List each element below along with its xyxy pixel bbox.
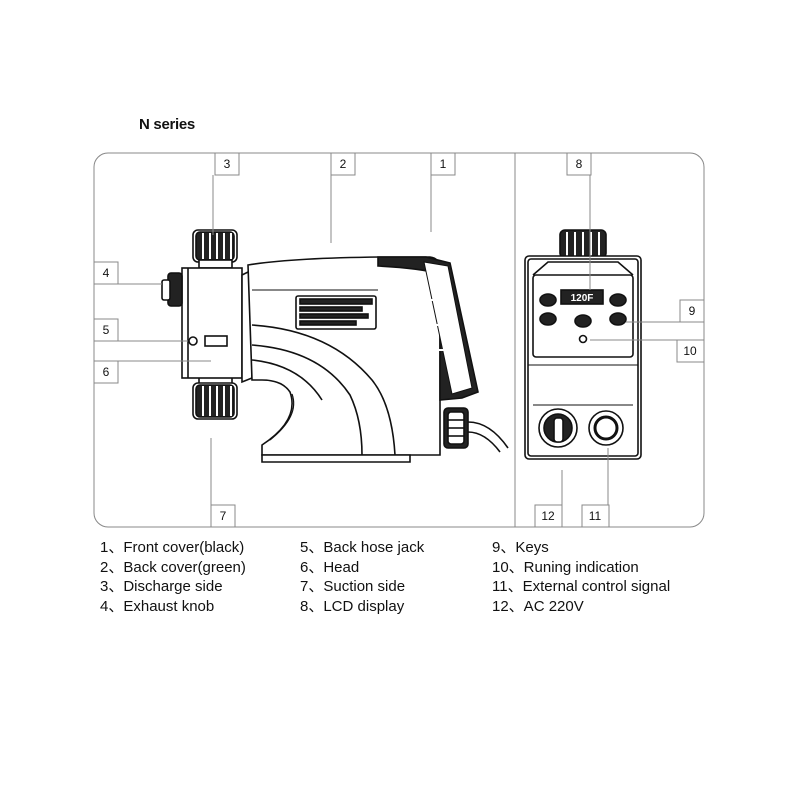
legend-item: 10、Runing indication — [492, 558, 639, 576]
legend-item: 1、Front cover(black) — [100, 539, 245, 556]
callout-10: 10 — [683, 344, 697, 358]
legend-item: 7、Suction side — [300, 578, 406, 595]
callout-3: 3 — [224, 157, 231, 171]
callout-12: 12 — [541, 509, 555, 523]
callout-4: 4 — [103, 266, 110, 280]
back-hose-jack — [443, 407, 509, 453]
legend-item: 5、Back hose jack — [300, 539, 425, 556]
callout-6: 6 — [103, 365, 110, 379]
key-bottom-left — [539, 312, 557, 326]
discharge-fitting — [192, 229, 238, 269]
legend-column-2: 5、Back hose jack 6、Head 7、Suction side 8… — [300, 538, 424, 616]
legend-item: 12、AC 220V — [492, 597, 584, 615]
legend-item: 4、Exhaust knob — [100, 597, 215, 615]
external-control-connector — [588, 410, 624, 446]
callout-8: 8 — [576, 157, 583, 171]
legend-column-3: 9、Keys 10、Runing indication 11、External … — [492, 538, 670, 616]
callouts: 3 2 1 4 5 6 7 8 9 10 — [93, 152, 705, 528]
legend-item: 3、Discharge side — [100, 578, 223, 595]
legend-item: 2、Back cover(green) — [100, 558, 246, 576]
lcd-display: 120F — [560, 289, 604, 305]
pump-side-view — [161, 229, 509, 463]
front-top-knob — [559, 229, 607, 259]
callout-11: 11 — [589, 509, 602, 523]
callout-2: 2 — [340, 157, 347, 171]
legend-column-1: 1、Front cover(black) 2、Back cover(green)… — [100, 538, 246, 616]
lcd-value: 120F — [571, 293, 594, 304]
ac-power-connector — [538, 408, 578, 448]
pump-head — [181, 267, 243, 379]
back-cover — [247, 256, 441, 456]
suction-fitting — [192, 375, 238, 420]
callout-5: 5 — [103, 323, 110, 337]
key-top-left — [539, 293, 557, 307]
callout-9: 9 — [689, 304, 696, 318]
pump-front-view: 120F — [524, 229, 642, 460]
running-indicator — [578, 334, 588, 344]
key-bottom-right — [609, 312, 627, 326]
callout-1: 1 — [440, 157, 447, 171]
legend-item: 6、Head — [300, 558, 360, 576]
exhaust-knob — [161, 272, 183, 307]
keys — [539, 293, 627, 328]
pump-base — [261, 454, 411, 463]
legend-item: 9、Keys — [492, 539, 549, 556]
key-center — [574, 314, 592, 328]
legend-item: 8、LCD display — [300, 597, 405, 615]
diagram-title: N series — [139, 116, 195, 133]
callout-7: 7 — [220, 509, 227, 523]
label-plate — [295, 295, 377, 330]
key-top-right — [609, 293, 627, 307]
legend-item: 11、External control signal — [492, 578, 671, 595]
